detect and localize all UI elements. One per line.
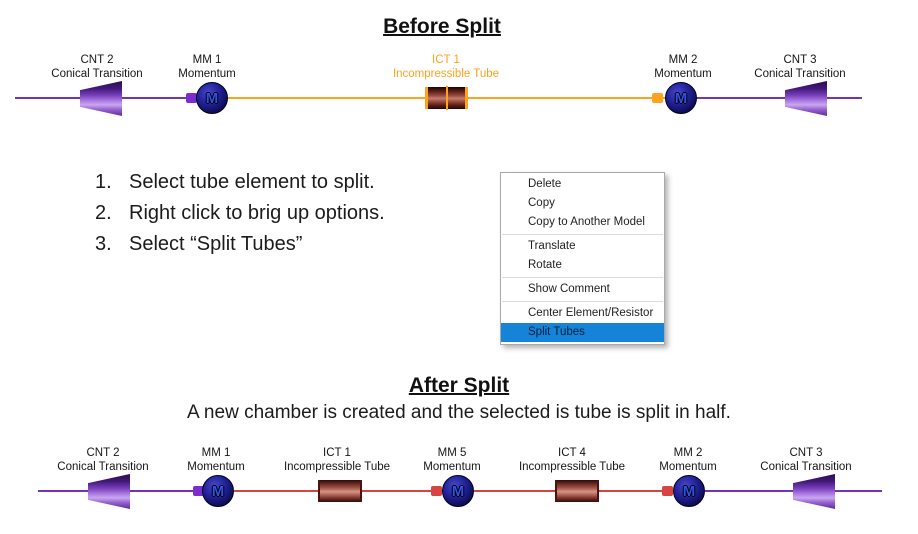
momentum-letter: M: [205, 89, 219, 107]
step-text: Select “Split Tubes”: [129, 233, 303, 255]
instruction-step: 2. Right click to brig up options.: [95, 202, 515, 225]
conical-transition-icon[interactable]: [793, 474, 835, 509]
menu-item-translate[interactable]: Translate: [528, 240, 576, 252]
instruction-step: 1. Select tube element to split.: [95, 171, 515, 194]
pipe-link: [697, 97, 862, 99]
element-label: MM 2 Momentum: [608, 53, 758, 81]
element-id: CNT 3: [789, 447, 823, 459]
momentum-icon[interactable]: M: [442, 475, 474, 507]
element-id: MM 1: [201, 447, 231, 459]
momentum-icon[interactable]: M: [202, 475, 234, 507]
menu-item-copy-to-another-model[interactable]: Copy to Another Model: [528, 216, 645, 228]
incompressible-tube-icon[interactable]: [555, 480, 599, 502]
element-type: Conical Transition: [754, 68, 846, 80]
connector-stub: [662, 486, 673, 496]
element-id: CNT 2: [80, 54, 114, 66]
element-type: Momentum: [178, 68, 236, 80]
element-id: MM 5: [437, 447, 467, 459]
step-number: 1.: [95, 171, 112, 193]
connector-stub: [193, 486, 204, 496]
element-id: ICT 4: [558, 447, 586, 459]
incompressible-tube-icon[interactable]: [318, 480, 362, 502]
element-label: ICT 4 Incompressible Tube: [497, 446, 647, 474]
element-type: Momentum: [654, 68, 712, 80]
element-label: MM 5 Momentum: [377, 446, 527, 474]
step-text: Select tube element to split.: [129, 171, 375, 193]
momentum-letter: M: [682, 482, 696, 500]
menu-item-center-element-resistor[interactable]: Center Element/Resistor: [528, 307, 654, 319]
element-type: Conical Transition: [760, 461, 852, 473]
momentum-icon[interactable]: M: [665, 82, 697, 114]
element-id: CNT 2: [86, 447, 120, 459]
momentum-icon[interactable]: M: [673, 475, 705, 507]
element-type: Incompressible Tube: [283, 461, 391, 473]
element-type: Momentum: [187, 461, 245, 473]
connector-stub: [431, 486, 442, 496]
element-label: MM 2 Momentum: [613, 446, 763, 474]
element-id: ICT 1: [323, 447, 351, 459]
instruction-step: 3. Select “Split Tubes”: [95, 233, 515, 256]
incompressible-tube-icon[interactable]: [425, 87, 468, 109]
menu-item-split-tubes[interactable]: Split Tubes: [501, 323, 664, 342]
menu-separator: [502, 234, 663, 235]
element-id: CNT 3: [783, 54, 817, 66]
connector-stub: [652, 93, 663, 103]
connector-stub: [186, 93, 197, 103]
menu-separator: [502, 301, 663, 302]
momentum-letter: M: [451, 482, 465, 500]
menu-item-show-comment[interactable]: Show Comment: [528, 283, 610, 295]
element-label: CNT 2 Conical Transition: [28, 446, 178, 474]
menu-item-delete[interactable]: Delete: [528, 178, 562, 190]
element-id: MM 2: [668, 54, 698, 66]
menu-separator: [502, 277, 663, 278]
element-label: CNT 3 Conical Transition: [731, 446, 881, 474]
momentum-icon[interactable]: M: [196, 82, 228, 114]
element-type: Conical Transition: [51, 68, 143, 80]
momentum-letter: M: [674, 89, 688, 107]
momentum-letter: M: [211, 482, 225, 500]
step-number: 2.: [95, 202, 112, 224]
menu-item-copy[interactable]: Copy: [528, 197, 555, 209]
element-id: ICT 1: [432, 54, 460, 66]
element-label: ICT 1 Incompressible Tube: [262, 446, 412, 474]
after-split-title: After Split: [408, 374, 510, 397]
element-label-selected: ICT 1 Incompressible Tube: [371, 53, 521, 81]
element-id: MM 1: [192, 54, 222, 66]
element-id: MM 2: [673, 447, 703, 459]
step-text: Right click to brig up options.: [129, 202, 385, 224]
element-type: Momentum: [659, 461, 717, 473]
conical-transition-icon[interactable]: [88, 474, 130, 509]
step-number: 3.: [95, 233, 112, 255]
element-type: Conical Transition: [57, 461, 149, 473]
after-split-subtitle: A new chamber is created and the selecte…: [187, 402, 731, 423]
context-menu: Delete Copy Copy to Another Model Transl…: [500, 172, 665, 345]
menu-item-rotate[interactable]: Rotate: [528, 259, 562, 271]
element-type: Incompressible Tube: [392, 68, 500, 80]
before-split-title: Before Split: [383, 15, 501, 38]
element-label: MM 1 Momentum: [132, 53, 282, 81]
element-label: CNT 3 Conical Transition: [725, 53, 875, 81]
element-type: Incompressible Tube: [518, 461, 626, 473]
element-label: CNT 2 Conical Transition: [22, 53, 172, 81]
element-label: MM 1 Momentum: [141, 446, 291, 474]
element-type: Momentum: [423, 461, 481, 473]
